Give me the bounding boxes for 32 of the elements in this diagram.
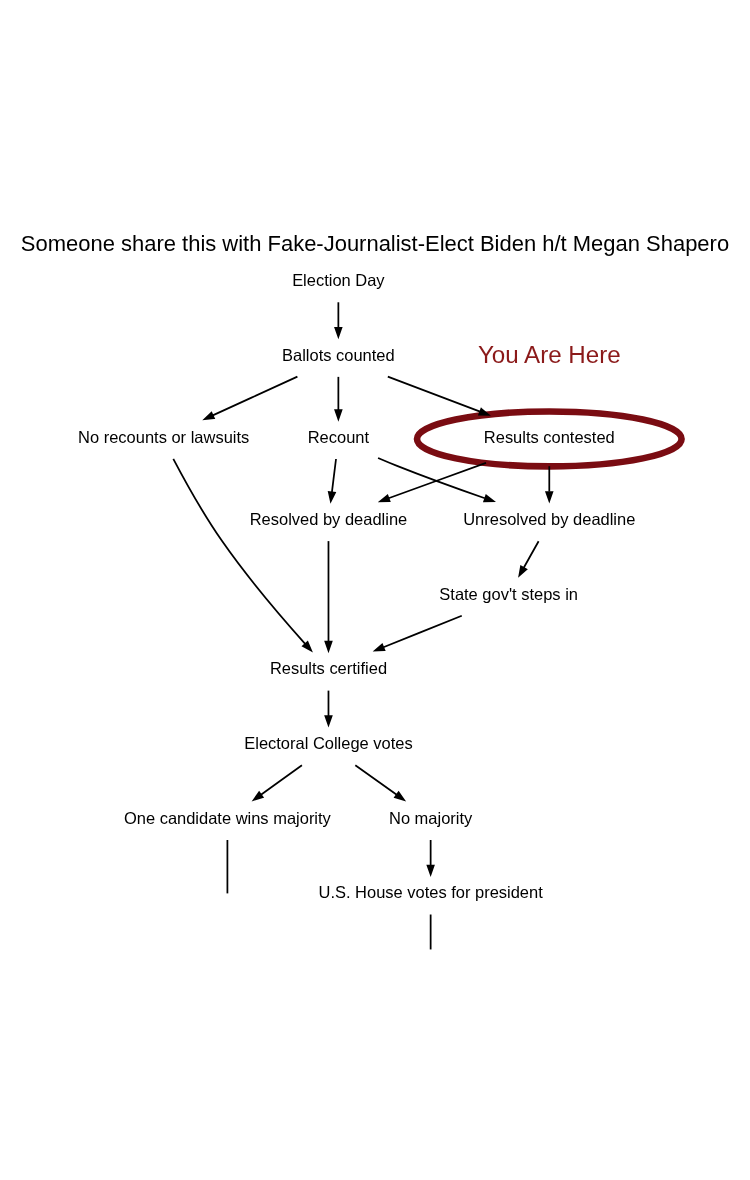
arrow — [334, 376, 343, 422]
node-text: Unresolved by deadline — [463, 509, 636, 528]
arrow — [518, 540, 540, 578]
node-text: Election Day — [292, 270, 385, 289]
arrow — [202, 375, 299, 421]
arrow — [334, 301, 343, 340]
node-text: State gov't steps in — [439, 584, 578, 603]
arrow — [544, 465, 554, 504]
arrow — [172, 457, 313, 653]
node-text: U.S. House votes for president — [318, 883, 543, 902]
arrow — [324, 540, 333, 654]
arrow — [426, 839, 435, 877]
node-label: You Are Here — [477, 340, 621, 368]
node-text: Ballots counted — [282, 345, 395, 364]
arrow — [386, 375, 491, 416]
arrow — [372, 614, 463, 652]
node-text: No recounts or lawsuits — [78, 427, 250, 446]
node-text: Electoral College votes — [244, 734, 413, 753]
diagram-title: Someone share this with Fake-Journalist-Elect Biden h/t Megan Shapero — [20, 231, 730, 257]
connector — [226, 839, 229, 895]
arrow — [354, 764, 407, 802]
arrow — [251, 764, 303, 802]
node-text: Recount — [307, 427, 370, 446]
connector — [429, 913, 432, 951]
node-text: No majority — [389, 808, 473, 827]
arrow — [377, 462, 487, 503]
node-text: Results certified — [269, 659, 388, 678]
arrow — [324, 689, 333, 728]
node-text: Resolved by deadline — [249, 509, 408, 528]
arrow — [327, 458, 337, 504]
node-text: One candidate wins majority — [123, 808, 331, 827]
arrow — [377, 457, 496, 503]
